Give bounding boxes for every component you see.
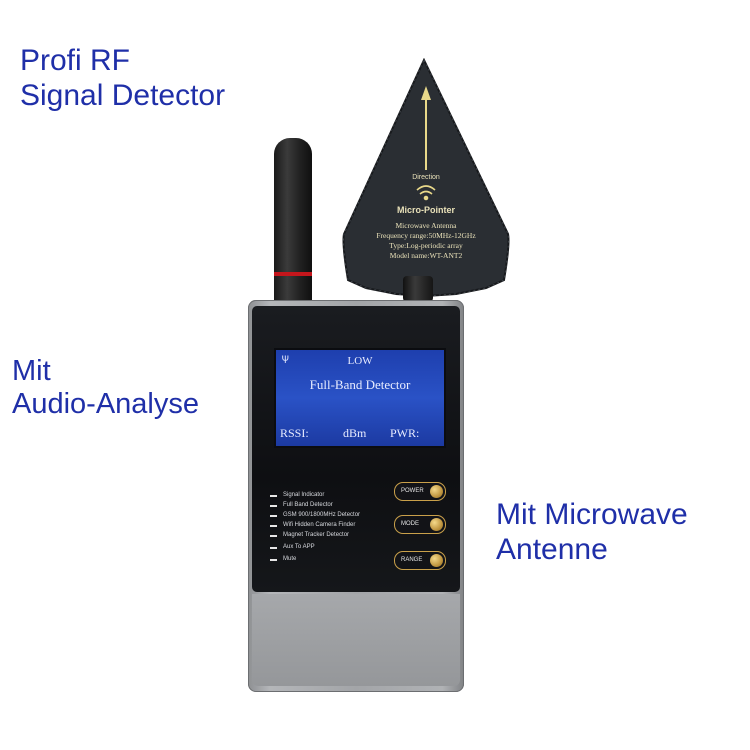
indicator-label: Mute <box>283 556 297 562</box>
indicator-label: Signal Indicator <box>283 492 325 498</box>
indicator-led <box>270 547 277 549</box>
antenna-array-label: Type:Log-periodic array <box>389 241 463 250</box>
audio-line-1: Mit <box>12 355 51 387</box>
power-knob <box>430 485 443 498</box>
antenna-name-label: Micro-Pointer <box>396 205 455 215</box>
microwave-line-2: Antenne <box>496 532 608 566</box>
title-caption: Profi RF Signal Detector <box>20 44 225 113</box>
antenna-frequency-label: Frequency range:50MHz-12GHz <box>376 231 476 240</box>
title-line-2: Signal Detector <box>20 78 226 112</box>
mode-button-label: MODE <box>401 521 419 527</box>
level-readout: LOW <box>347 355 373 367</box>
indicator-led <box>270 535 277 537</box>
mode-button[interactable]: MODE <box>394 515 446 534</box>
indicator-row: Magnet Tracker Detector <box>270 532 390 541</box>
indicator-label: Aux To APP <box>283 544 315 550</box>
indicator-row: Signal Indicator <box>270 492 390 501</box>
indicator-list: Signal Indicator Full Band Detector GSM … <box>270 492 390 566</box>
power-button-label: POWER <box>401 488 424 494</box>
microwave-caption: Mit Microwave Antenne <box>496 498 688 567</box>
indicator-row: Mute <box>270 556 390 565</box>
device-bottom-band <box>252 594 460 686</box>
title-line-1: Profi RF <box>20 44 131 77</box>
indicator-label: Full Band Detector <box>283 502 333 508</box>
antenna-direction-label: Direction <box>412 174 440 181</box>
whip-antenna <box>274 138 312 304</box>
indicator-row: Full Band Detector <box>270 502 390 511</box>
indicator-led <box>270 559 277 561</box>
range-button-label: RANGE <box>401 557 423 563</box>
rssi-label: RSSI: <box>280 426 309 440</box>
dbm-label: dBm <box>343 426 367 440</box>
mode-knob <box>430 518 443 531</box>
indicator-label: GSM 900/1800MHz Detector <box>283 512 361 518</box>
indicator-led <box>270 495 277 497</box>
audio-line-2: Audio-Analyse <box>12 388 199 421</box>
indicator-led <box>270 525 277 527</box>
mode-readout: Full-Band Detector <box>309 377 411 392</box>
indicator-row: Wifi Hidden Camera Finder <box>270 522 390 531</box>
front-panel: Ψ LOW Full-Band Detector RSSI: dBm PWR: … <box>252 306 460 592</box>
antenna-red-ring <box>274 272 312 276</box>
microwave-line-1: Mit Microwave <box>496 498 688 531</box>
indicator-label: Magnet Tracker Detector <box>283 532 350 538</box>
range-knob <box>430 554 443 567</box>
power-button[interactable]: POWER <box>394 482 446 501</box>
lcd-display: Ψ LOW Full-Band Detector RSSI: dBm PWR: <box>274 348 446 448</box>
direction-arrow-head <box>421 86 431 100</box>
indicator-row: Aux To APP <box>270 544 390 553</box>
antenna-signal-icon: Ψ <box>282 355 289 367</box>
detector-device: Ψ LOW Full-Band Detector RSSI: dBm PWR: … <box>248 300 464 692</box>
antenna-connector <box>403 276 433 302</box>
wifi-icon <box>416 185 436 201</box>
indicator-led <box>270 515 277 517</box>
antenna-type-label: Microwave Antenna <box>395 221 457 230</box>
indicator-row: GSM 900/1800MHz Detector <box>270 512 390 521</box>
range-button[interactable]: RANGE <box>394 551 446 570</box>
power-label: PWR: <box>390 426 420 440</box>
indicator-led <box>270 505 277 507</box>
indicator-label: Wifi Hidden Camera Finder <box>283 522 356 528</box>
antenna-model-label: Model name:WT-ANT2 <box>389 251 463 260</box>
audio-caption: Mit Audio-Analyse <box>12 355 199 422</box>
